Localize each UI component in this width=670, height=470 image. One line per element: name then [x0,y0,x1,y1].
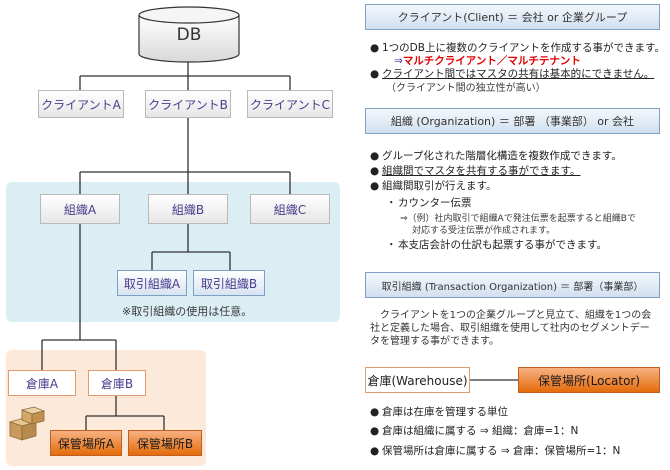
cardboard-boxes-icon [8,406,46,441]
org-sub-detail-1: ⇒（例）社内取引で組織Aで発注伝票を起票すると組織Bで [400,214,636,224]
locator-b-box: 保管場所B [128,430,202,456]
client-bullet-2-sub: （クライアント間の独立性が高い） [386,83,546,94]
trans-para-line-2: 社と定義した場合、取引組織を使用して社内のセグメントデー [370,323,650,334]
trans-org-header: 取引組織 (Transaction Organization) ＝ 部署（事業部… [365,272,660,298]
database-cylinder [138,6,240,63]
client-a-box: クライアントA [38,90,124,118]
client-bullet-2: ●クライアント間ではマスタの共有は基本的にできません。 [370,68,655,80]
locator-a-box: 保管場所A [50,430,122,456]
warehouse-b-box: 倉庫B [88,370,146,396]
client-bullet-1: ●1つのDB上に複数のクライアントを作成する事ができます。 [370,42,665,54]
wh-bullet-2: ●倉庫は組織に属する ⇒ 組織：倉庫=1：N [370,425,579,437]
org-header: 組織 (Organization) ＝ 部署 （事業部） or 会社 [365,108,660,134]
database-label: DB [176,25,202,45]
locator-legend-box: 保管場所(Locator) [518,367,660,393]
org-b-box: 組織B [148,194,228,224]
trans-para-line-1: クライアントを1つの企業グループと見立て、組織を1つの会 [380,310,652,321]
org-sub-bullet-1: ・カウンター伝票 [386,197,472,209]
client-b-box: クライアントB [145,90,231,118]
wh-bullet-3: ●保管場所は倉庫に属する ⇒ 倉庫：保管場所=1：N [370,445,621,457]
org-sub-detail-2: 対応する受注伝票が作成されます。 [412,226,556,236]
wh-bullet-1: ●倉庫は在庫を管理する単位 [370,406,508,418]
client-highlight-line: ⇒マルチクライアント／マルチテナント [394,55,581,67]
trans-org-b-box: 取引組織B [193,270,265,296]
org-bullet-2: ●組織間でマスタを共有する事ができます。 [370,165,581,177]
client-header: クライアント(Client) ＝ 会社 or 企業グループ [365,4,660,30]
warehouse-legend-box: 倉庫(Warehouse) [365,367,470,393]
client-c-box: クライアントC [247,90,333,118]
org-c-box: 組織C [250,194,330,224]
org-bullet-3: ●組織間取引が行えます。 [370,180,497,192]
org-a-box: 組織A [40,194,120,224]
warehouse-a-box: 倉庫A [8,370,76,396]
trans-org-note: ※取引組織の使用は任意。 [122,305,253,318]
org-bullet-1: ●グループ化された階層化構造を複数作成できます。 [370,150,622,162]
org-sub-bullet-2: ・本支店会計の仕訳も起票する事ができます。 [386,239,607,251]
trans-org-a-box: 取引組織A [117,270,187,296]
trans-para-line-3: タを管理する事ができます。 [370,336,499,347]
